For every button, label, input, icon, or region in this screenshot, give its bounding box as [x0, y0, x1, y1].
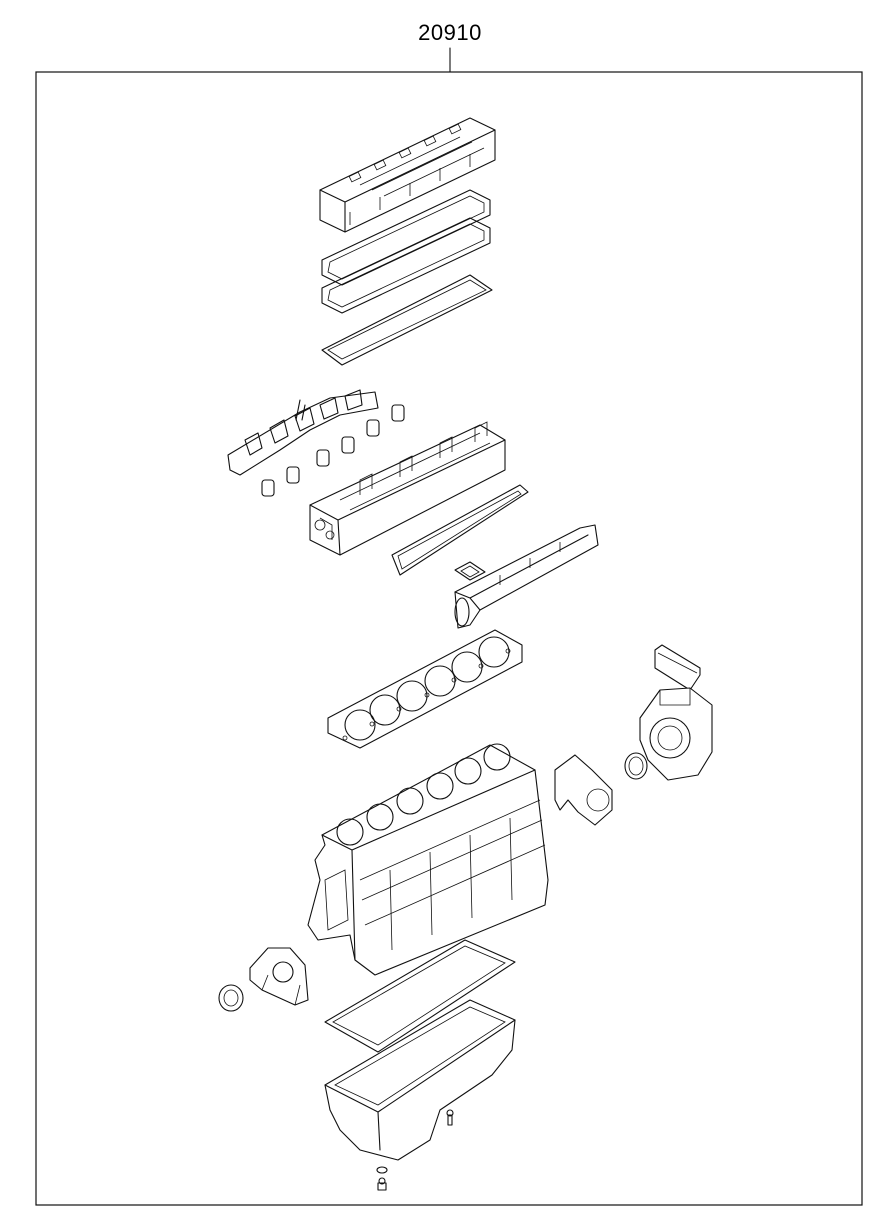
timing-cover-gasket: [654, 644, 701, 691]
small-flange-gasket: [454, 561, 486, 581]
part-number-label: 20910: [418, 20, 482, 45]
cylinder-block: [307, 743, 549, 976]
head-cover-gasket-upper: [321, 189, 491, 286]
exhaust-manifold-gaskets: [261, 404, 405, 497]
intake-manifold-gasket: [391, 484, 529, 576]
head-cover-gasket-lower: [321, 274, 493, 366]
head-cover-gasket-middle: [321, 217, 491, 314]
oil-pan: [324, 999, 516, 1161]
oil-pan-gasket: [324, 939, 516, 1053]
flywheel-housing: [639, 687, 713, 781]
exhaust-manifold: [227, 389, 379, 476]
intake-manifold: [454, 524, 599, 629]
rear-oil-seal: [624, 752, 648, 780]
cylinder-head-cover: [319, 117, 496, 233]
front-seal-housing: [249, 947, 309, 1006]
cylinder-head: [309, 421, 506, 556]
front-oil-seal: [218, 984, 244, 1012]
drain-plug-bolt: [446, 1109, 454, 1126]
drain-plug: [377, 1177, 387, 1191]
rear-seal-gasket: [554, 754, 613, 826]
diagram-frame: [35, 71, 863, 1206]
cylinder-head-gasket: [327, 629, 523, 749]
drain-plug-washer: [376, 1166, 388, 1174]
